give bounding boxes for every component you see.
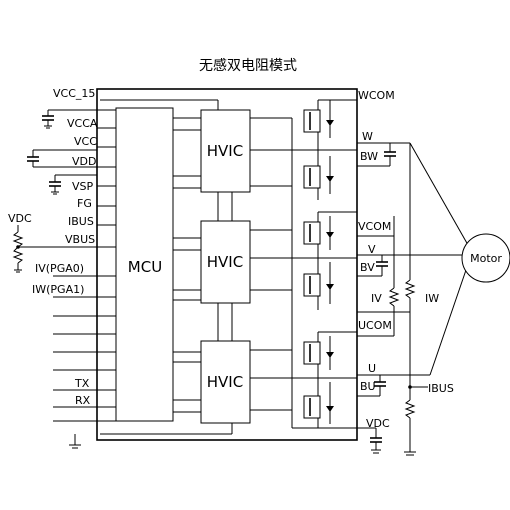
pin-label-vsp: VSP — [72, 180, 94, 193]
pin-label-bw: BW — [360, 150, 378, 163]
pin-label-vcc: VCC — [74, 135, 97, 148]
pin-label-ibus: IBUS — [68, 215, 94, 228]
vdd-capacitor — [49, 174, 97, 195]
pin-label-bv: BV — [360, 261, 375, 274]
sense-label-iw: IW — [425, 292, 439, 305]
pin-label-vcc15: VCC_15 — [53, 87, 95, 100]
pin-label-vdc-ext: VDC — [8, 212, 32, 225]
motor-symbol — [461, 233, 510, 283]
pin-label-w: W — [362, 130, 373, 143]
diagram-title: 无感双电阻模式 — [199, 57, 297, 74]
module-outline — [96, 88, 358, 441]
pin-label-fg: FG — [77, 197, 92, 210]
pin-label-vbus: VBUS — [65, 233, 95, 246]
pin-label-vdc: VDC — [366, 417, 390, 430]
pin-label-bu: BU — [360, 380, 376, 393]
power-transistors — [303, 99, 357, 428]
pin-label-iv-pga0: IV(PGA0) — [35, 262, 84, 275]
external-wiring — [357, 142, 469, 456]
pin-label-v: V — [368, 243, 376, 256]
pin-label-vcca: VCCA — [67, 117, 98, 130]
mcu-block — [115, 107, 174, 422]
pin-label-rx: RX — [75, 394, 91, 407]
hvic-block-w — [200, 109, 251, 193]
mcu-hvic-wires — [173, 117, 201, 413]
pin-label-iw-pga1: IW(PGA1) — [32, 283, 84, 296]
hvic-label-u: HVIC — [207, 373, 243, 391]
pin-label-ucom: UCOM — [358, 319, 392, 332]
bottom-ground — [69, 434, 81, 449]
sense-label-ibus: IBUS — [428, 382, 454, 395]
vdc-divider — [12, 225, 24, 273]
hvic-block-v — [200, 220, 251, 304]
motor-label: Motor — [470, 252, 502, 265]
pin-label-vdd: VDD — [72, 155, 96, 168]
pin-label-vcom: VCOM — [358, 220, 391, 233]
mcu-label: MCU — [128, 258, 162, 276]
pin-label-wcom: WCOM — [358, 89, 395, 102]
hvic-supply-bus — [100, 99, 233, 435]
hvic-label-w: HVIC — [207, 142, 243, 160]
vcc-capacitor — [27, 149, 97, 167]
pin-label-u: U — [368, 362, 376, 375]
hvic-block-u — [200, 340, 251, 424]
phase-output-wires — [250, 117, 357, 429]
sense-label-iv: IV — [371, 292, 382, 305]
pin-label-tx: TX — [74, 377, 90, 390]
vcc15-capacitor — [42, 110, 54, 129]
left-pin-wires — [18, 109, 116, 422]
hvic-label-v: HVIC — [207, 253, 243, 271]
